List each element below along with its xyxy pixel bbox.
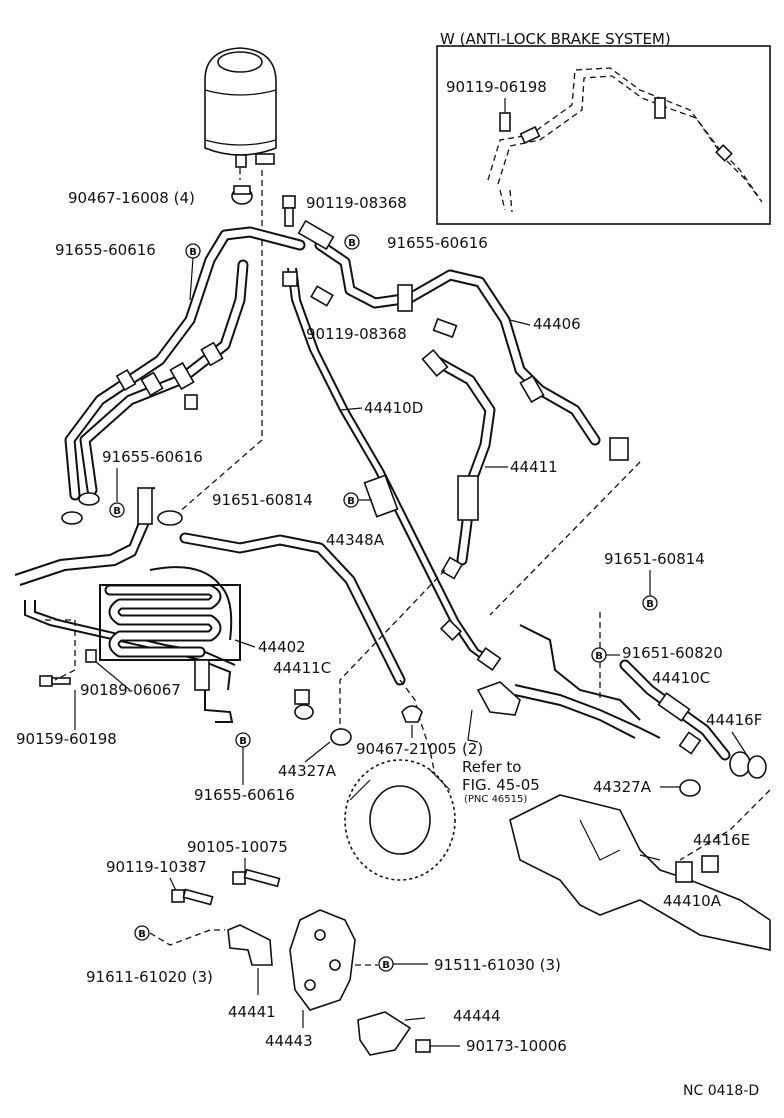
bolt-90159-60198 <box>39 675 71 687</box>
bolt-90105-10075 <box>232 868 281 888</box>
seal-44327A-right <box>679 779 701 797</box>
b-mark-icon: B <box>235 732 251 748</box>
pump-outline <box>344 759 456 881</box>
return-hoses <box>61 226 306 525</box>
svg-text:B: B <box>189 247 197 258</box>
svg-text:B: B <box>239 736 247 747</box>
b-mark-icon: B <box>134 925 150 941</box>
tube-44410D <box>282 267 502 672</box>
nut-90189-06067 <box>85 649 97 663</box>
label-91651-60814-right: 91651-60814 <box>604 550 705 568</box>
reservoir-icon <box>204 47 277 168</box>
inset-title: W (ANTI-LOCK BRAKE SYSTEM) <box>440 30 671 48</box>
svg-text:B: B <box>348 238 356 249</box>
bolt-90119-08368-top <box>282 195 296 227</box>
label-91655-60616-left: 91655-60616 <box>55 241 156 259</box>
bolt-90119-10387 <box>171 888 214 906</box>
svg-text:B: B <box>382 960 390 971</box>
label-90467-16008: 90467-16008 (4) <box>68 189 195 207</box>
label-44443: 44443 <box>265 1032 313 1050</box>
reservoir-dashline <box>169 168 263 521</box>
steering-gear-icon <box>509 794 771 951</box>
label-91651-60814-left: 91651-60814 <box>212 491 313 509</box>
label-90189-06067: 90189-06067 <box>80 681 181 699</box>
refer-line2: FIG. 45-05 <box>462 776 540 794</box>
clamp-44411C <box>294 689 314 720</box>
b-mark-icon: B <box>591 647 607 663</box>
label-44441: 44441 <box>228 1003 276 1021</box>
pressure-tube-44406 <box>297 219 629 461</box>
svg-text:B: B <box>138 929 146 940</box>
label-44327A-right: 44327A <box>593 778 652 796</box>
union-44410A <box>675 861 693 883</box>
label-90119-10387: 90119-10387 <box>106 858 207 876</box>
label-91651-60820: 91651-60820 <box>622 644 723 662</box>
label-90159-60198: 90159-60198 <box>16 730 117 748</box>
fitting-icon <box>467 681 521 743</box>
b-mark-icon: B <box>343 492 359 508</box>
diagram-code: NC 0418-D <box>683 1083 759 1099</box>
label-90467-21005: 90467-21005 <box>356 740 457 758</box>
bolt-90119-08368-mid <box>310 285 458 339</box>
label-91511-61030: 91511-61030 (3) <box>434 956 561 974</box>
label-44327A-left: 44327A <box>278 762 337 780</box>
tube-44410C <box>514 624 767 779</box>
label-44402: 44402 <box>258 638 306 656</box>
label-90119-08368-mid: 90119-08368 <box>306 325 407 343</box>
label-91655-60616-bottom: 91655-60616 <box>194 786 295 804</box>
svg-text:B: B <box>595 651 603 662</box>
label-44410C: 44410C <box>652 669 710 687</box>
label-44410A: 44410A <box>663 892 722 910</box>
bracket-44443 <box>289 909 356 1011</box>
svg-text:B: B <box>646 599 654 610</box>
label-90119-06198: 90119-06198 <box>446 78 547 96</box>
abs-inset: W (ANTI-LOCK BRAKE SYSTEM) 90119-06198 <box>436 30 771 225</box>
label-44406: 44406 <box>533 315 581 333</box>
label-91611-61020: 91611-61020 (3) <box>86 968 213 986</box>
bracket-44441 <box>227 924 273 966</box>
label-44416E: 44416E <box>693 831 750 849</box>
bolt-icon <box>499 112 511 132</box>
clip-90467-21005 <box>401 705 423 723</box>
refer-qty: (2) <box>462 740 483 758</box>
label-44411C: 44411C <box>273 659 331 677</box>
label-44410D: 44410D <box>364 399 423 417</box>
label-91655-60616-mid: 91655-60616 <box>102 448 203 466</box>
b-mark-icon: B <box>109 502 125 518</box>
clamp-90467-16008 <box>231 185 253 205</box>
label-90119-08368-top: 90119-08368 <box>306 194 407 212</box>
b-mark-icon: B <box>344 234 360 250</box>
svg-text:B: B <box>113 506 121 517</box>
hose-44348A <box>157 510 446 801</box>
label-44348A: 44348A <box>326 531 385 549</box>
svg-text:B: B <box>347 496 355 507</box>
label-44411: 44411 <box>510 458 558 476</box>
b-mark-icon: B <box>642 595 658 611</box>
clip-90173-10006 <box>415 1039 431 1053</box>
label-44444: 44444 <box>453 1007 501 1025</box>
seal-44327A <box>330 728 352 746</box>
hose-44411 <box>421 348 496 580</box>
b-mark-icon: B <box>185 243 201 259</box>
union-44416E <box>701 855 719 873</box>
label-91655-60616-right: 91655-60616 <box>387 234 488 252</box>
b-mark-icon: B <box>378 956 394 972</box>
label-90173-10006: 90173-10006 <box>466 1037 567 1055</box>
label-44416F: 44416F <box>706 711 762 729</box>
label-90105-10075: 90105-10075 <box>187 838 288 856</box>
refer-line1: Refer to <box>462 758 521 776</box>
oil-cooler-44402 <box>14 487 241 723</box>
refer-line3: (PNC 46515) <box>464 794 527 805</box>
cover-44444 <box>357 1011 412 1056</box>
